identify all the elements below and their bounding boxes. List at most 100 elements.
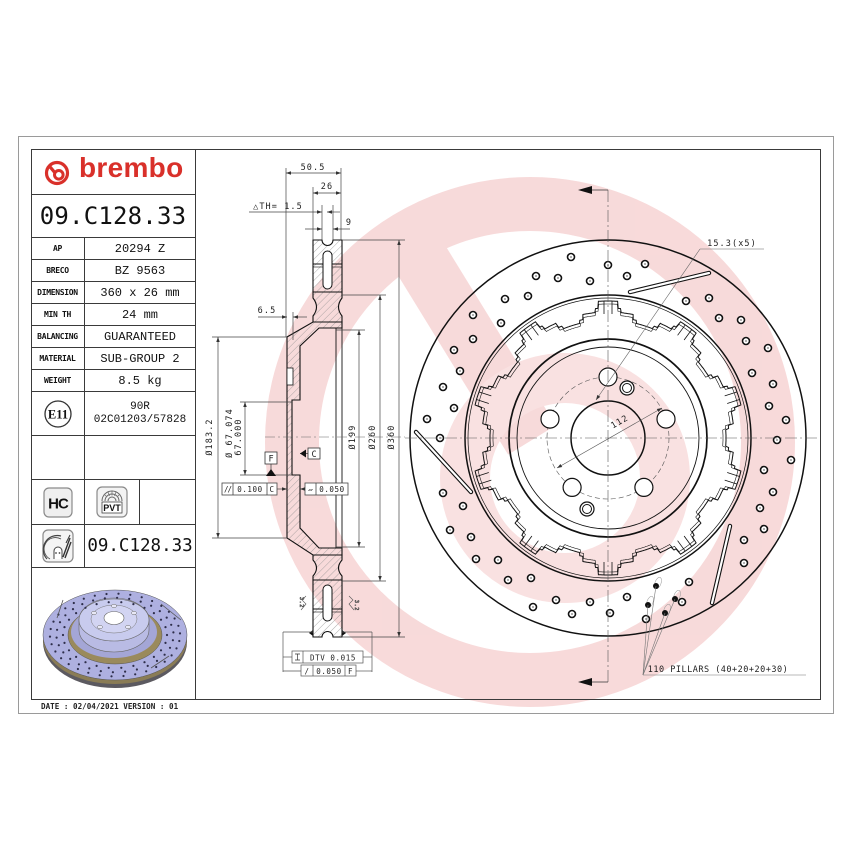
spec-row-ap: AP 20294 Z [31, 238, 195, 260]
section-hat [286, 321, 343, 556]
brembo-logo-icon [44, 160, 70, 186]
part-number: 09.C128.33 [39, 202, 187, 230]
flatness-value: 0.050 [319, 485, 345, 494]
svg-text:3.2: 3.2 [353, 600, 359, 611]
svg-text:3.2: 3.2 [298, 597, 304, 608]
disc-slots [413, 270, 733, 606]
spec-label: BRECO [31, 260, 85, 281]
spec-value: 360 x 26 mm [100, 285, 180, 300]
bottom-tolerance-frames [282, 631, 373, 677]
bobbin-tab [677, 540, 686, 552]
spec-row-breco: BRECO BZ 9563 [31, 260, 195, 282]
bolt-hole [634, 477, 654, 497]
spec-label: DIMENSION [31, 282, 85, 303]
bolt-hole [562, 477, 582, 497]
brand-row: brembo [31, 149, 195, 195]
hc-badge-icon: HC [42, 486, 73, 518]
vent-slot-top [322, 250, 333, 290]
bobbin-tab [476, 472, 489, 477]
approval-line-1: 90R [130, 400, 150, 413]
blank-cell [31, 436, 85, 479]
spec-row-material: MATERIAL SUB-GROUP 2 [31, 348, 195, 370]
approval-numbers: 90R 02C01203/57828 [85, 401, 195, 427]
roughness-symbol-right: 3.2 [348, 595, 359, 611]
front-view [405, 186, 818, 686]
pvt-badge-label: PVT [103, 503, 121, 513]
e11-approval-icon: E11 [31, 392, 85, 435]
dtv-tolerance: DTV 0.015 [310, 654, 356, 663]
disc-caliper-icon [31, 525, 85, 567]
bobbin-tab [523, 329, 533, 341]
pillars-leader [642, 585, 806, 676]
footer-part-number: 09.C128.33 [87, 536, 193, 556]
runout-datum: F [348, 667, 353, 676]
dim-bore-max: Ø 67.074 [224, 408, 235, 458]
section-view: 3.2 3.2 [286, 239, 359, 638]
spec-value: 20294 Z [114, 241, 166, 256]
sheet-inner-border [31, 149, 821, 700]
footer-part-row: 09.C128.33 [31, 525, 195, 568]
bobbin-tab [727, 399, 740, 404]
spec-value: 24 mm [121, 307, 158, 322]
approval-mark: E11 [47, 407, 67, 421]
spec-label: MATERIAL [31, 348, 85, 369]
bobbin-tab [677, 324, 686, 336]
brand-name: brembo [79, 152, 184, 183]
bobbin-tab [530, 324, 539, 336]
bobbin-tab [683, 329, 693, 341]
section-dimensions [212, 168, 405, 638]
section-arrow-bottom [578, 678, 608, 686]
parallelism-value: 0.100 [237, 485, 263, 494]
spec-label: AP [31, 238, 85, 259]
spec-value: 8.5 kg [118, 373, 162, 388]
spec-value: BZ 9563 [114, 263, 166, 278]
datum-c-label: C [311, 450, 316, 460]
flatness-symbol: ▱ [308, 485, 313, 494]
spec-value: SUB-GROUP 2 [100, 351, 180, 366]
approval-line-2: 02C01203/57828 [93, 413, 187, 426]
dim-thickness-variation: △TH= 1.5 [253, 202, 303, 212]
dim-hat-thickness: 6.5 [258, 306, 277, 316]
empty-badge-cell [140, 480, 195, 524]
dim-bore-min: 67.000 [234, 418, 244, 455]
product-image-row [31, 568, 195, 699]
spec-label: MIN TH [31, 304, 85, 325]
runout-symbol: / [304, 667, 309, 676]
drill-holes [422, 252, 796, 624]
locating-hole [579, 501, 595, 517]
spec-row-weight: WEIGHT 8.5 kg [31, 370, 195, 392]
dim-hat-diameter: Ø183.2 [204, 418, 215, 455]
spec-value: GUARANTEED [103, 329, 176, 344]
dim-inner-diameter: Ø199 [347, 425, 358, 450]
spec-label: BALANCING [31, 326, 85, 347]
part-number-row: 09.C128.33 [31, 195, 195, 238]
badge-row: HC PVT [31, 480, 195, 525]
datum-c: C [300, 447, 321, 460]
pillars-callout: 110 PILLARS (40+20+20+30) [648, 665, 788, 675]
dim-ring-diameter: Ø260 [367, 425, 378, 450]
datum-f-label: F [268, 455, 273, 465]
pcd-dimension-line [556, 407, 663, 469]
bobbin-tab [724, 479, 738, 485]
bobbin-tab [476, 399, 489, 404]
bobbin-tab [724, 391, 738, 397]
datum-f: F [264, 451, 278, 476]
hc-badge-label: HC [48, 495, 69, 512]
runout-value: 0.050 [316, 667, 342, 676]
bobbin-tab [683, 535, 693, 547]
locating-hole [619, 380, 635, 396]
section-arrow-top [578, 186, 608, 194]
sheet-outer-border [18, 136, 834, 714]
bobbin-tab [727, 472, 740, 477]
spec-label: WEIGHT [31, 370, 85, 391]
dim-overall-width: 50.5 [301, 163, 326, 173]
bolt-hole-leader [595, 248, 764, 401]
title-block: brembo 09.C128.33 AP 20294 Z BRECO BZ 95… [31, 149, 196, 700]
dim-vent-width: 9 [346, 218, 352, 228]
vent-slot-bottom [322, 584, 333, 622]
bobbin-tab [478, 391, 492, 397]
pvt-badge-cell: PVT [85, 480, 140, 524]
pvt-badge-icon: PVT [96, 486, 128, 518]
flatness-frame: ▱ 0.050 [300, 482, 349, 496]
